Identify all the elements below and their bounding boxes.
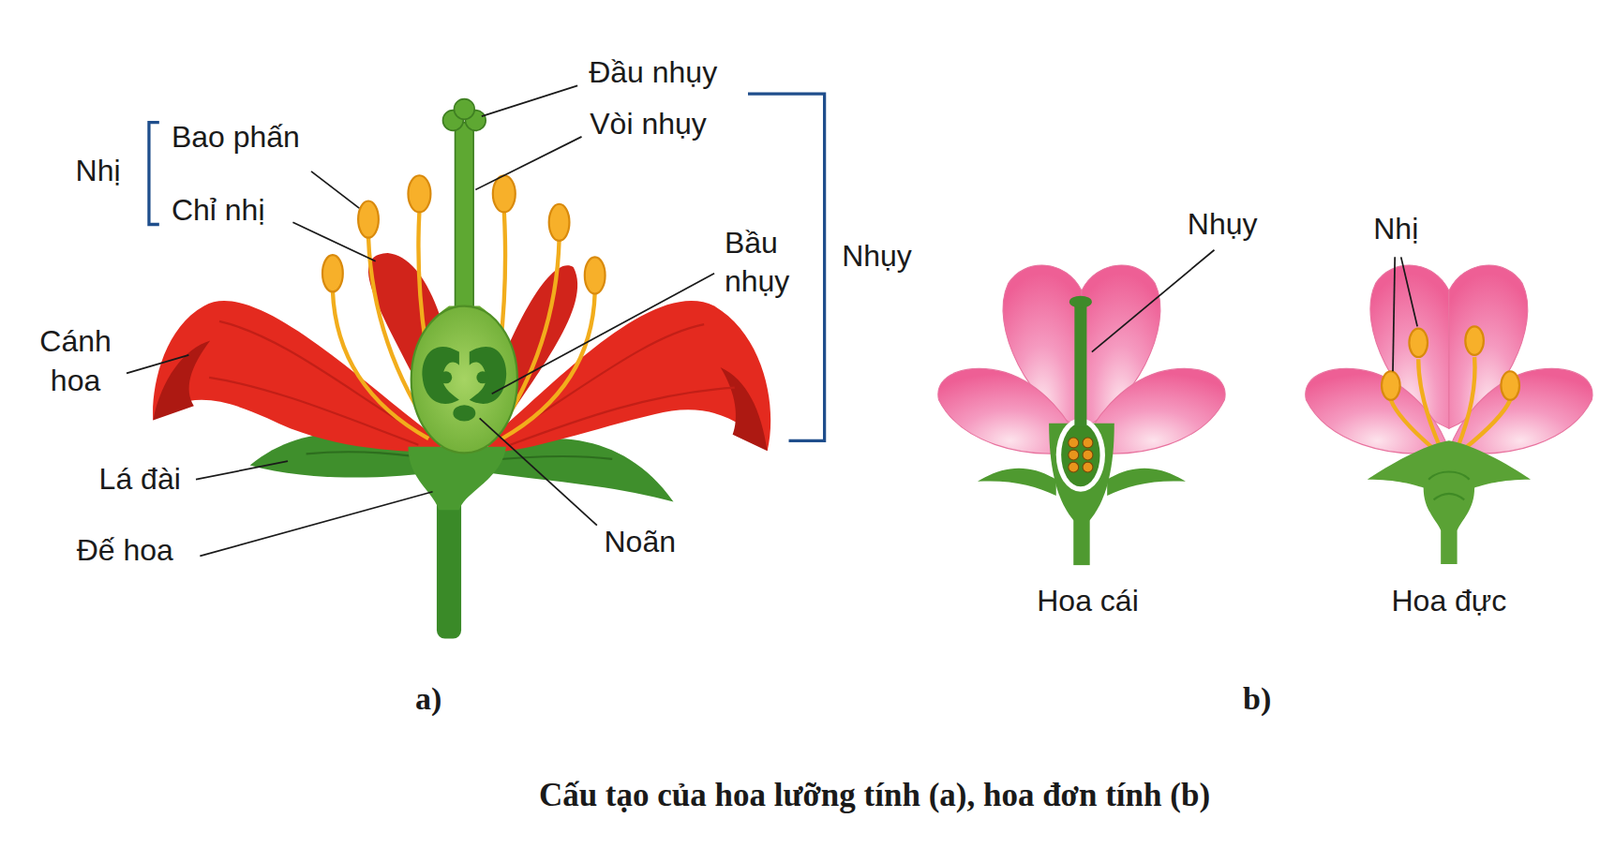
illustration-part [1091,250,1215,353]
part-label: Nhụy [841,238,913,278]
illustration-part [152,341,210,421]
illustration-part [1401,256,1418,327]
part-label: Vòi nhụy [589,104,707,145]
illustration-part [1392,256,1395,372]
part-label: Bao phấn [171,118,300,158]
illustration-part [584,256,606,294]
illustration-part [1465,326,1484,355]
illustration-part [407,175,431,212]
illustration-part [1082,462,1093,473]
illustration-part [311,171,359,209]
panel-letter: a) [415,678,442,720]
leader-lines [126,85,1418,556]
illustration-part [1418,358,1441,449]
illustration-part [549,204,570,241]
illustration-part [209,321,429,446]
illustration-part [481,85,578,117]
illustration-part [1106,468,1186,496]
part-label: Nhị [75,151,121,192]
part-label: Bầu nhụy [724,224,819,302]
illustration-part [1068,462,1079,473]
part-label: Noãn [603,523,676,563]
bisexual-flower [152,99,771,640]
illustration-part [493,175,516,212]
bracket [149,122,160,225]
illustration-part [1381,371,1401,400]
part-label: Nhị [1373,209,1419,250]
illustration-part [1056,418,1106,492]
illustration-part [442,99,486,132]
illustration-part [1457,357,1476,449]
illustration-part [977,468,1057,496]
illustration-part [476,371,489,384]
illustration-part [1381,326,1520,400]
illustration-part [469,346,507,404]
illustration-part [1074,301,1087,427]
part-label: Đầu nhụy [588,54,718,94]
illustration-part [720,367,768,451]
illustration-part [1069,296,1092,309]
part-label: Lá đài [99,460,181,500]
illustration-part [1367,440,1531,565]
part-label: Hoa đực [1390,583,1507,623]
illustration-part [479,418,598,525]
illustration-part [358,200,379,238]
illustration-part [1061,423,1100,487]
male-flower [1305,265,1593,565]
female-flower [938,265,1226,566]
illustration-part [152,300,441,453]
part-label: Cánh hoa [29,323,123,402]
part-label: Hoa cái [1036,583,1139,623]
illustration-part [1068,437,1079,449]
illustration-part [322,254,344,292]
illustration-part [1408,328,1428,358]
illustration-part [292,222,375,261]
illustration-part [499,324,734,445]
illustration-part [436,497,462,639]
illustration-part [1048,423,1115,521]
figure-caption: Cấu tạo của hoa lưỡng tính (a), hoa đơn … [538,777,1211,815]
illustration-part [455,122,475,328]
illustration-part [1428,472,1470,501]
illustration-part [421,346,459,404]
part-label: Chỉ nhị [171,192,266,232]
illustration-part [195,461,288,480]
illustration-part [452,404,476,421]
illustration-part [1500,371,1520,400]
illustration-part [1068,449,1079,461]
illustration-part [1390,357,1511,449]
illustration-part [439,371,452,384]
illustration-part [411,306,518,454]
illustration-part [199,492,433,557]
part-label: Đế hoa [76,531,174,571]
illustration-part [1082,449,1093,461]
illustration-part [1068,437,1093,473]
illustration-part [453,99,475,120]
illustration-part [1464,400,1511,449]
illustration-part [1082,437,1093,449]
illustration-part [407,447,507,510]
illustration-part [475,136,582,191]
illustration-part [492,273,715,394]
part-label: Nhụy [1187,205,1258,245]
panel-letter: b) [1242,678,1272,720]
illustration-part [126,355,189,374]
